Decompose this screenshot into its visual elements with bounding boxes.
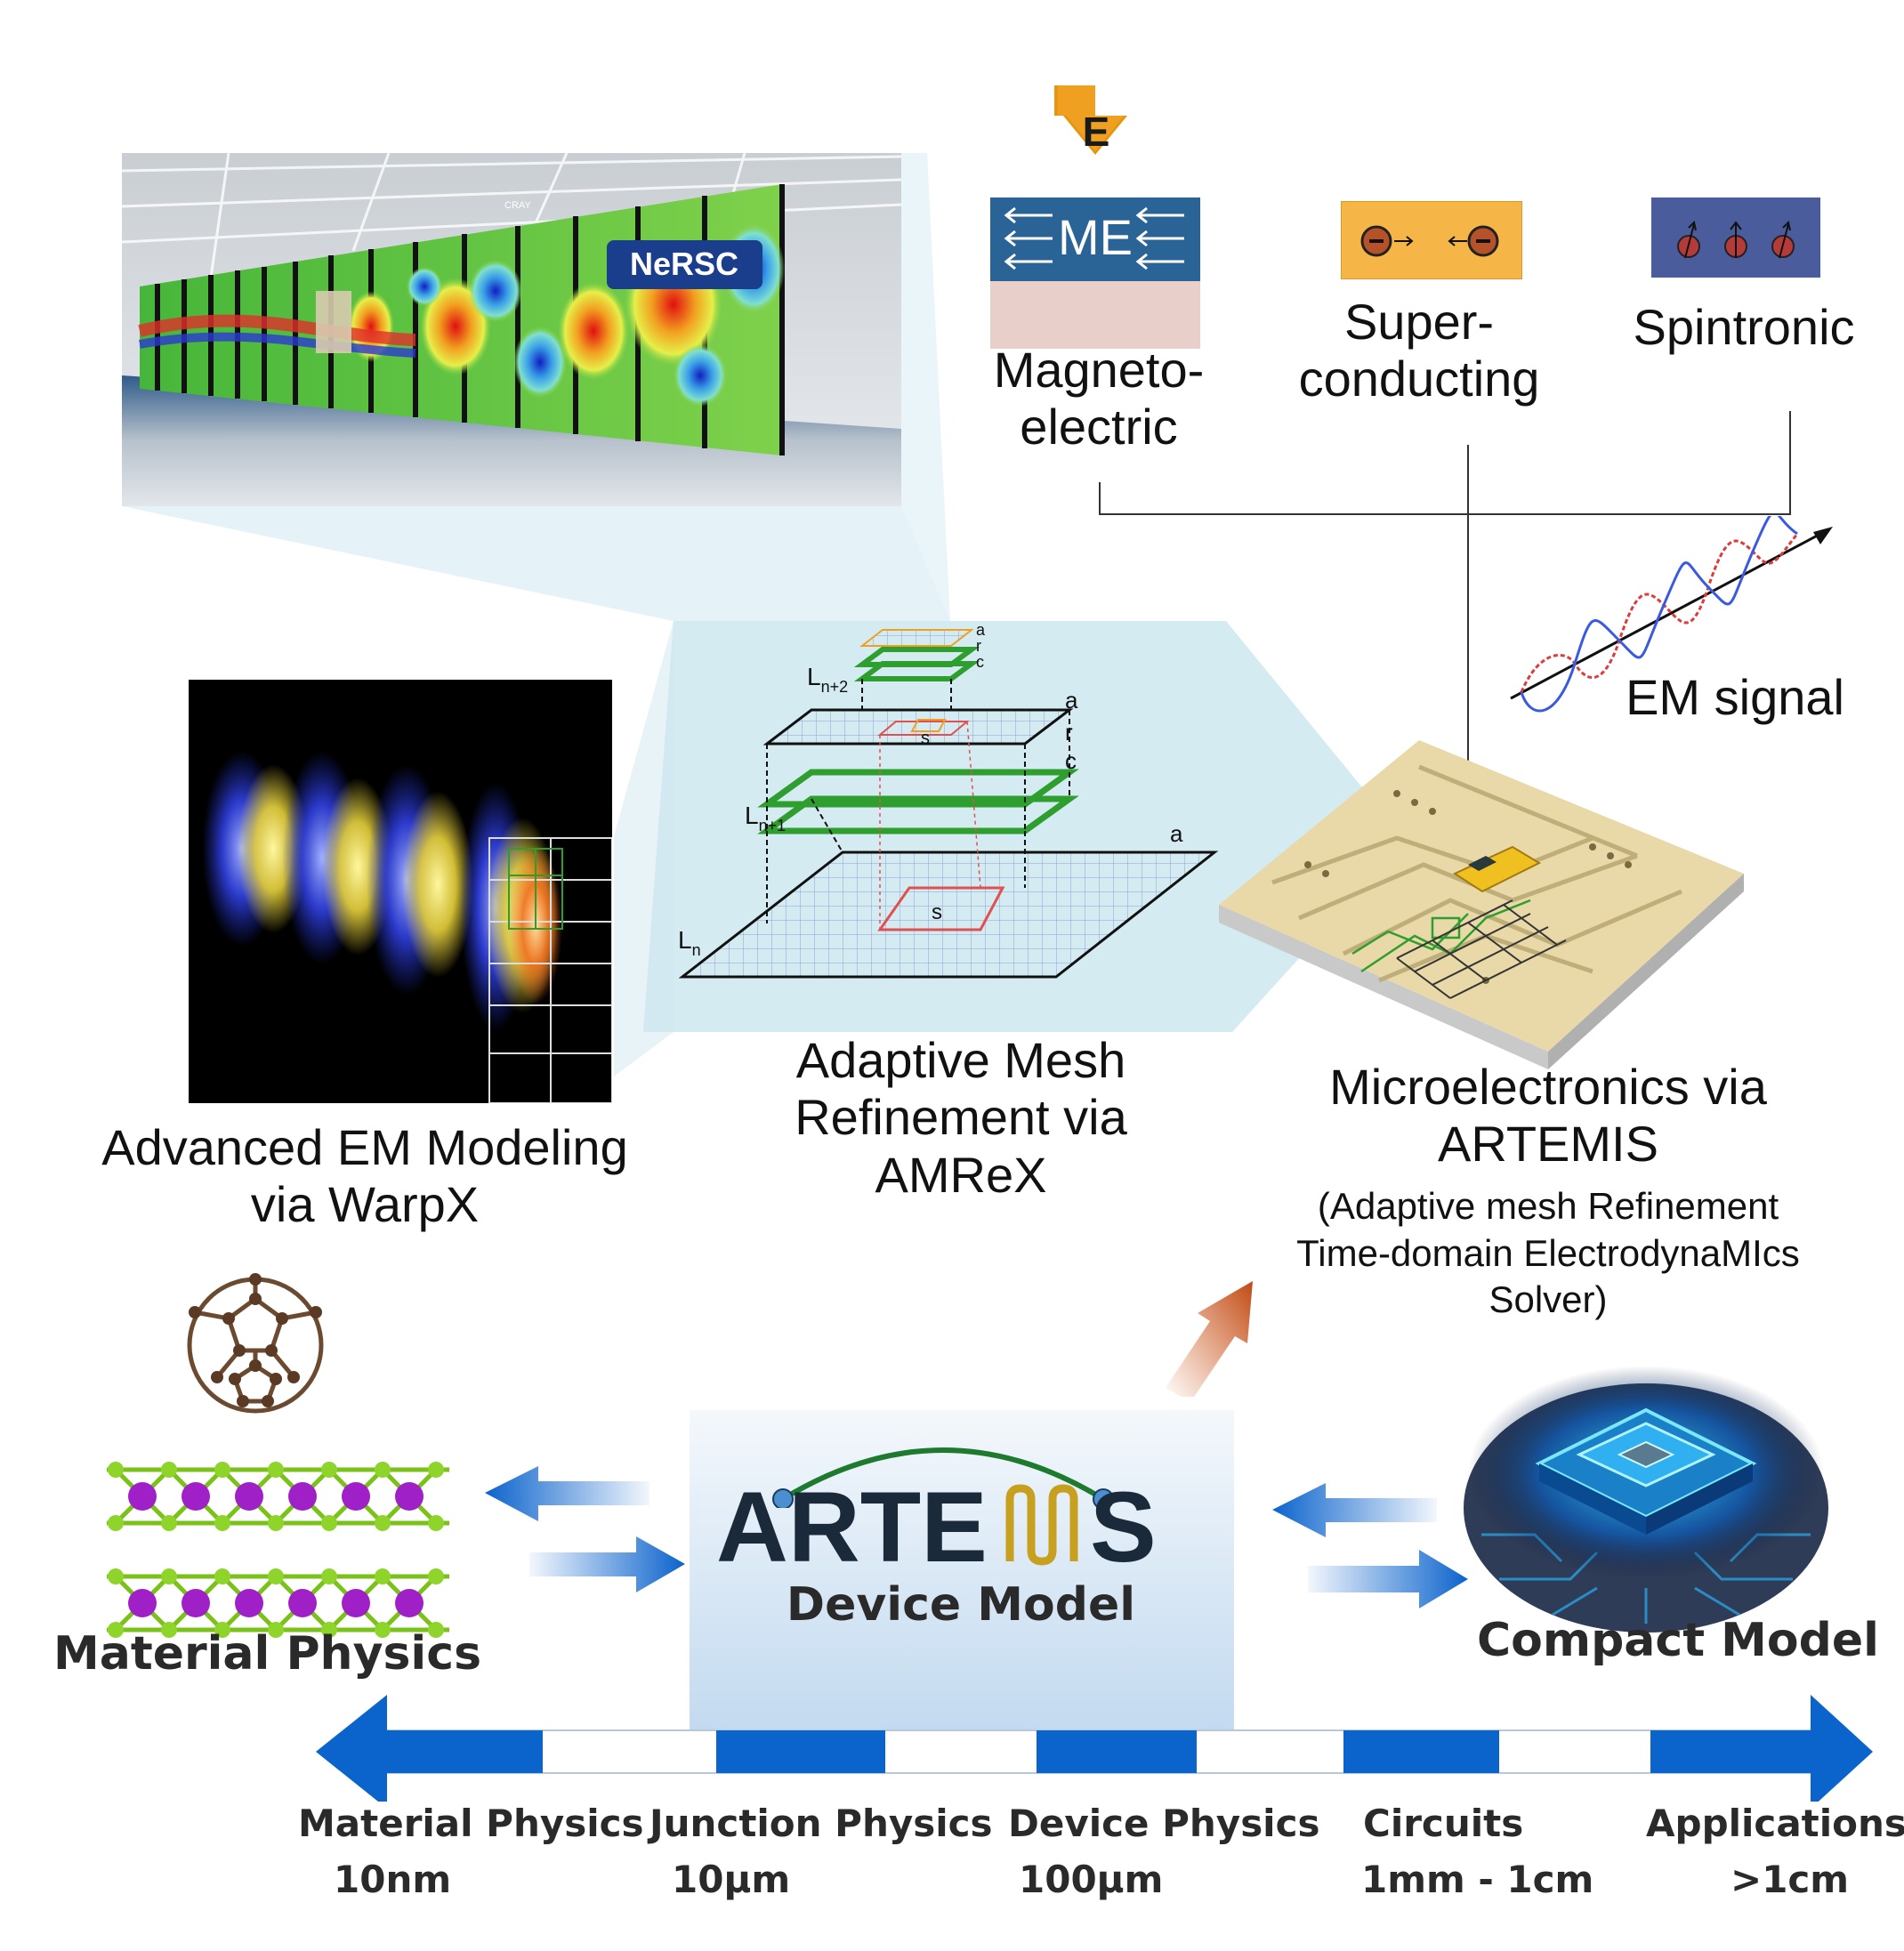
crystal-lattice [98,1452,458,1652]
scale-label-applications: Applications >1cm [1646,1802,1904,1901]
warpx-simulation-image [189,680,613,1104]
scale-label-device: Device Physics 100µm [1008,1802,1320,1901]
me-box-label: ME [1058,209,1133,265]
material-physics-label: Material Physics [53,1627,482,1681]
device-model-arc [772,1447,1114,1508]
buckyball-molecule [182,1272,329,1419]
compact-model-label: Compact Model [1477,1614,1879,1667]
scale-label-material: Material Physics 10nm [298,1802,644,1901]
amr-level-ln1: Ln+1 [745,802,786,834]
artemis-logo: ARTE S [716,1471,1197,1583]
spintronic-device [1651,198,1820,278]
microelectronics-chip [1219,740,1744,1069]
superconducting-caption: Super- conducting [1298,294,1540,407]
arrow-to-compact [1308,1550,1468,1608]
amr-level-ln: Ln [678,926,701,959]
cray-brand: CRAY [504,200,531,211]
scale-label-circuits: Circuits 1mm - 1cm [1361,1802,1594,1901]
arrow-to-device-left [529,1536,685,1592]
length-scale-bar [316,1695,1873,1802]
amr-s-label-mid: s [921,729,930,748]
amr-c-label-mid: c [1065,747,1077,774]
em-signal-wave [1504,511,1842,721]
device-model-label: Device Model [786,1578,1136,1632]
artemis-acronym-caption: (Adaptive mesh Refinement Time-domain El… [1296,1185,1800,1320]
artemis-logo-s: S [1090,1472,1157,1579]
arrow-to-device-right [1272,1483,1437,1537]
orange-up-arrow [1166,1281,1253,1397]
amr-caption: Adaptive Mesh Refinement via AMReX [795,1032,1127,1203]
e-field-label: E [1083,109,1110,155]
amr-mesh-diagram: s a Ln s a r c Ln+1 a r c Ln+2 [674,621,1234,1004]
amr-level-ln2: Ln+2 [807,663,848,696]
arrow-to-material [485,1466,649,1521]
amr-r-label-mid: r [1065,719,1073,746]
amr-a-label-top: a [976,621,986,639]
warpx-caption: Advanced EM Modeling via WarpX [101,1119,628,1233]
artemis-logo-text: ARTE [716,1472,988,1579]
magnetoelectric-device: E ME [990,85,1200,349]
spintronic-caption: Spintronic [1633,299,1855,355]
amr-a-label-base: a [1170,820,1183,847]
superconducting-device [1340,200,1523,280]
hpc-photo: NeRSC CRAY [121,152,902,506]
artemis-micro-caption: Microelectronics via ARTEMIS [1329,1059,1767,1173]
amr-s-label-base: s [932,900,942,924]
scale-label-junction: Junction Physics 10µm [649,1802,993,1901]
magnetoelectric-caption: Magneto- electric [993,342,1205,456]
nersc-logo: NeRSC [630,246,738,282]
device-model-panel [690,1410,1234,1770]
amr-c-label-top: c [976,653,984,671]
amr-a-label-mid: a [1065,687,1078,713]
amr-r-label-top: r [976,637,981,655]
em-signal-caption: EM signal [1626,669,1844,725]
compact-model-chip [1464,1357,1828,1633]
